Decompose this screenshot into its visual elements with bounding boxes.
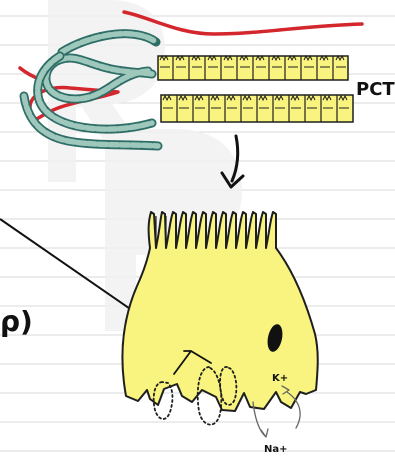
sodium-label: Na+ (264, 444, 288, 455)
potassium-label: K+ (272, 373, 288, 384)
fragment-label: ρ) (0, 305, 33, 338)
pct-label: PCT (356, 79, 395, 100)
pct-strip-top (158, 56, 348, 80)
pct-strip-bottom (161, 95, 353, 122)
